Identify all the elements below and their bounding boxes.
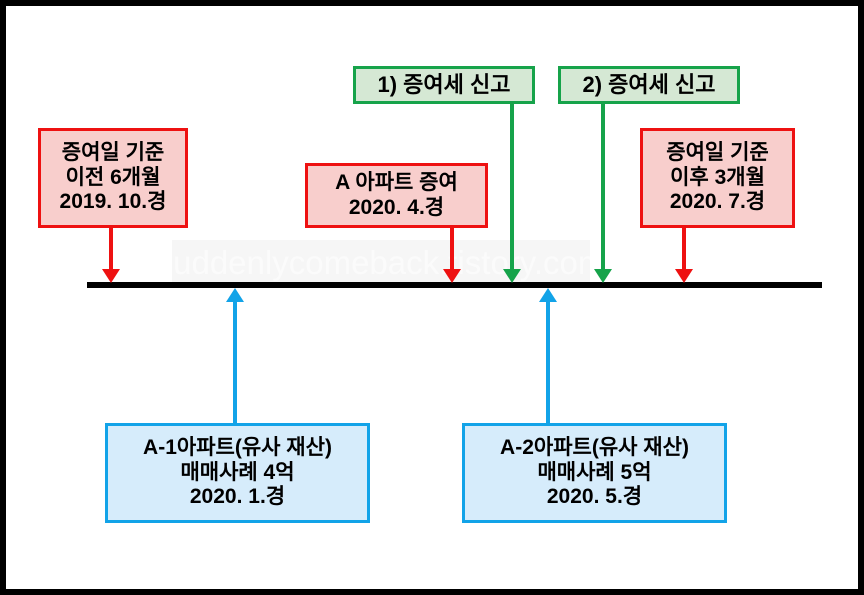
box-gift-date-after-3months[interactable]: 증여일 기준 이후 3개월 2020. 7.경 <box>640 128 795 228</box>
arrowhead-up-similar-property-case-2 <box>539 288 557 302</box>
box-line-1: A 아파트 증여 <box>335 170 458 194</box>
box-line-3: 2019. 10.경 <box>59 190 167 214</box>
box-gift-tax-filing-2[interactable]: 2) 증여세 신고 <box>558 66 740 104</box>
connector-apartment-gift <box>450 228 454 272</box>
connector-after-3months <box>682 228 686 272</box>
box-line-2: 이후 3개월 <box>670 165 765 189</box>
box-line-3: 2020. 5.경 <box>546 485 643 509</box>
box-line-2: 이전 6개월 <box>65 165 161 189</box>
arrowhead-down-before-6months <box>102 269 120 283</box>
box-line-1: 증여일 기준 <box>666 140 769 164</box>
arrowhead-down-gift-tax-filing-1 <box>503 269 521 283</box>
connector-similar-property-case-2 <box>546 300 550 423</box>
box-line-1: A-2아파트(유사 재산) <box>500 435 689 459</box>
box-line-2: 매매사례 5억 <box>537 460 652 484</box>
box-line-1: 1) 증여세 신고 <box>377 72 511 98</box>
box-similar-property-case-2[interactable]: A-2아파트(유사 재산) 매매사례 5억 2020. 5.경 <box>462 423 727 523</box>
box-line-1: 2) 증여세 신고 <box>582 72 716 98</box>
box-apartment-gift[interactable]: A 아파트 증여 2020. 4.경 <box>305 163 488 228</box>
arrowhead-up-similar-property-case-1 <box>226 288 244 302</box>
connector-similar-property-case-1 <box>233 300 237 423</box>
box-similar-property-case-1[interactable]: A-1아파트(유사 재산) 매매사례 4억 2020. 1.경 <box>105 423 370 523</box>
arrowhead-down-gift-tax-filing-2 <box>594 269 612 283</box>
box-line-1: A-1아파트(유사 재산) <box>143 435 332 459</box>
box-gift-date-before-6months[interactable]: 증여일 기준 이전 6개월 2019. 10.경 <box>38 128 188 228</box>
connector-gift-tax-filing-1 <box>510 104 514 272</box>
box-line-2: 매매사례 4억 <box>180 460 295 484</box>
box-line-3: 2020. 1.경 <box>189 485 286 509</box>
connector-gift-tax-filing-2 <box>601 104 605 272</box>
box-line-2: 2020. 4.경 <box>348 195 445 219</box>
box-line-3: 2020. 7.경 <box>669 190 766 214</box>
watermark-band: suddenlycomeback.tistory.com <box>172 240 590 285</box>
arrowhead-down-apartment-gift <box>443 269 461 283</box>
arrowhead-down-after-3months <box>675 269 693 283</box>
box-gift-tax-filing-1[interactable]: 1) 증여세 신고 <box>353 66 535 104</box>
timeline-axis <box>87 282 822 288</box>
connector-before-6months <box>109 228 113 272</box>
box-line-1: 증여일 기준 <box>61 140 165 164</box>
